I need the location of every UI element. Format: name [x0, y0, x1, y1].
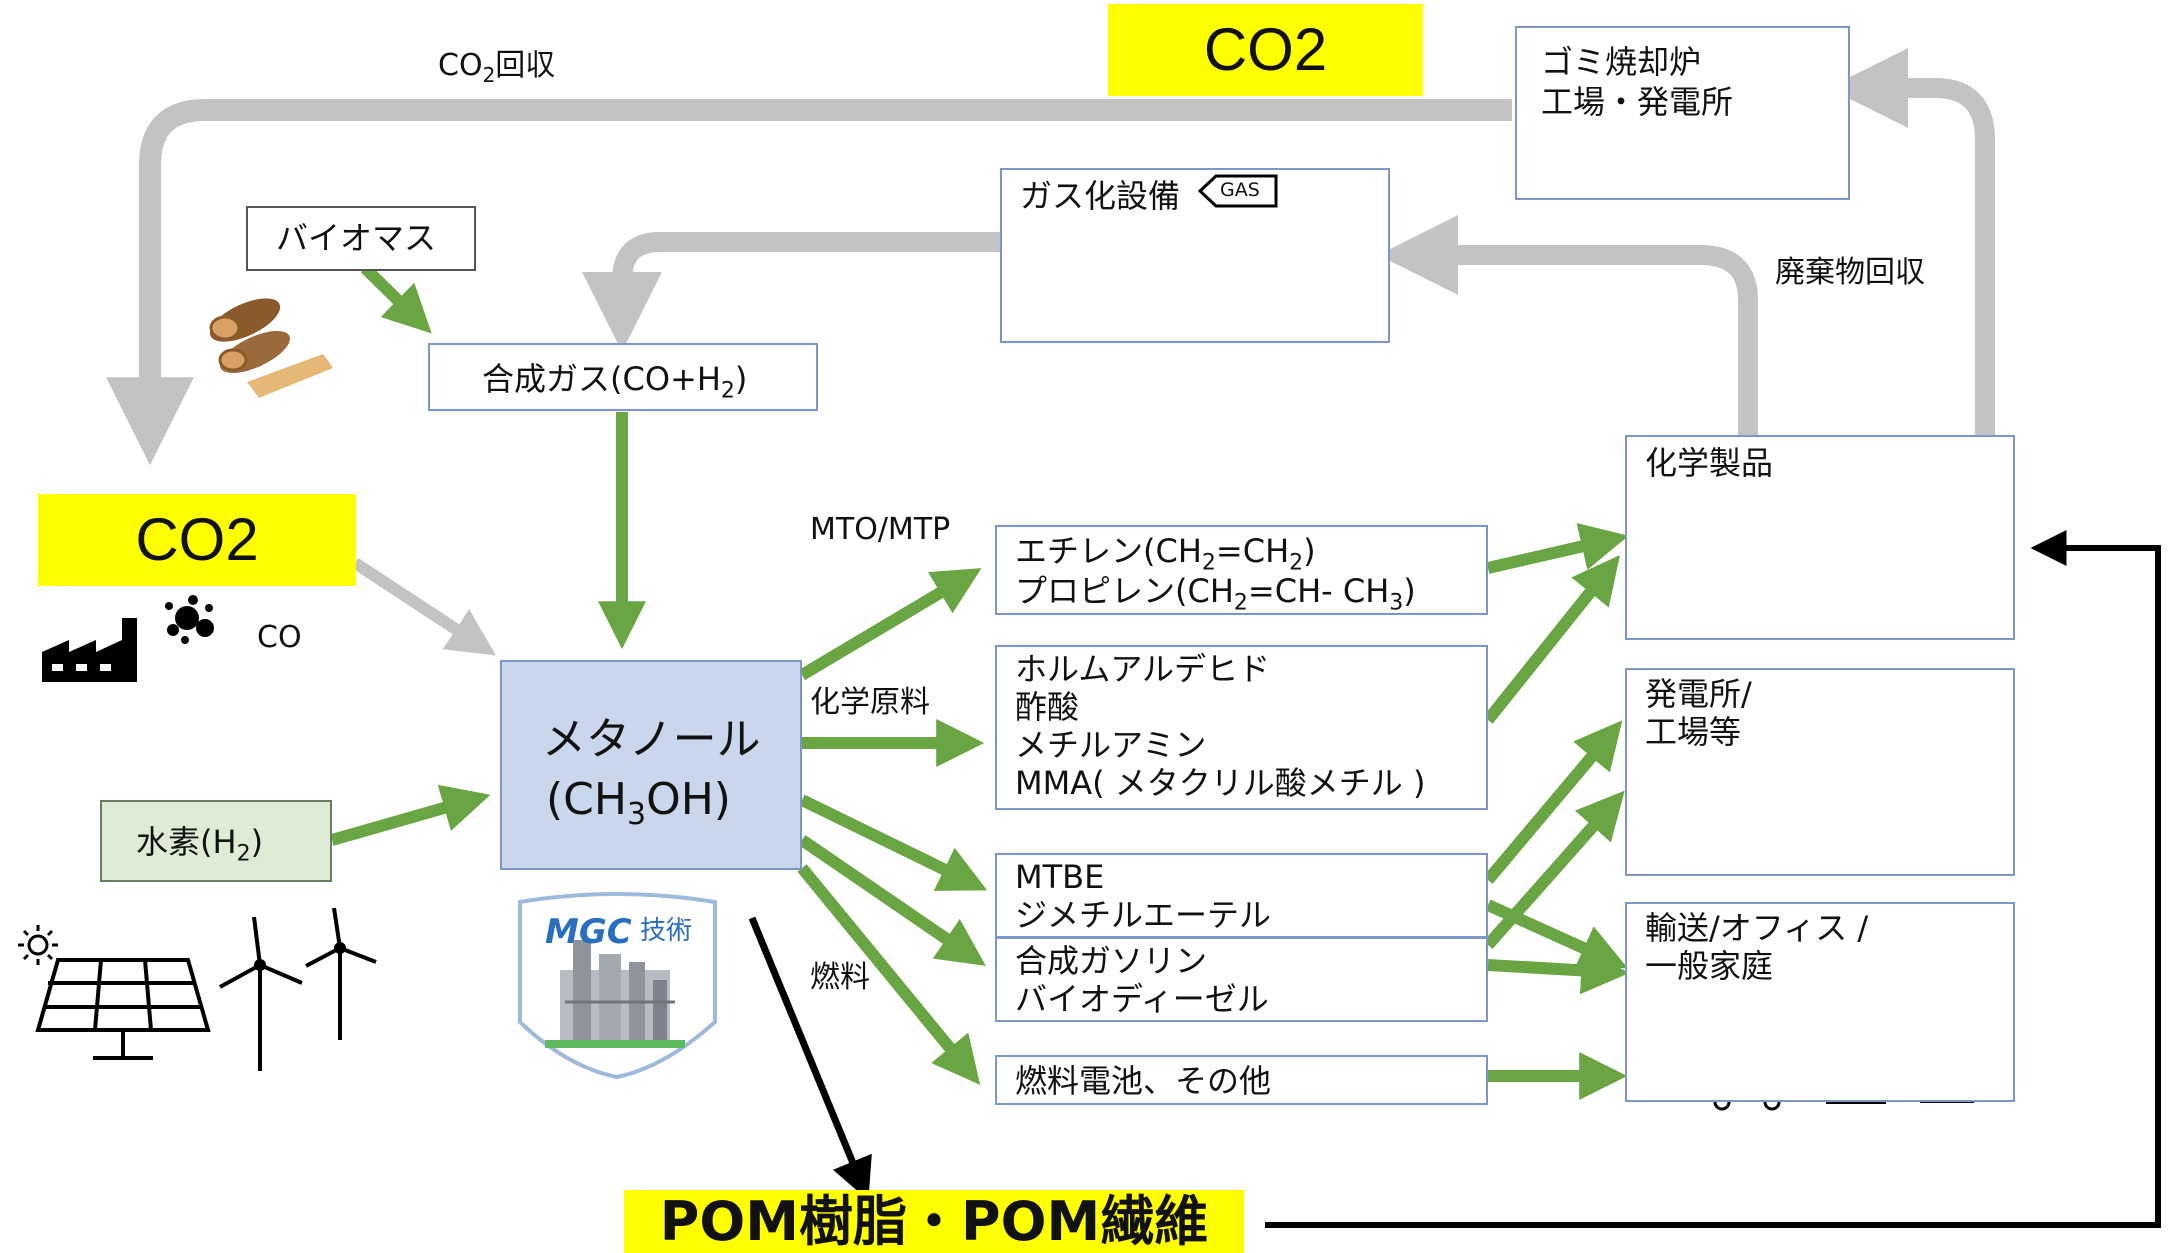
chemical-products-label: 化学製品 — [1645, 444, 1774, 482]
ethylene-to-products-arrow — [1486, 523, 1629, 574]
gasoline-to-transport-arrow — [1487, 946, 1630, 995]
co2-to-methanol-arrow — [351, 557, 497, 656]
incinerator-line-2: 工場・発電所 — [1541, 83, 1734, 121]
methanol-to-pom-arrow — [748, 916, 872, 1201]
fuel-label: 燃料 — [810, 960, 870, 995]
co2-top-highlight: CO2 — [1108, 4, 1423, 96]
methanol-to-gasoline-arrow — [798, 835, 986, 966]
plant-facility-icon — [518, 892, 717, 1080]
pom-highlight: POM樹脂・POM繊維 — [624, 1190, 1244, 1253]
gasoline-line-2: バイオディーゼル — [1015, 980, 1269, 1018]
methanol-label: メタノール — [542, 714, 761, 765]
power-plant-line-1: 発電所/ — [1645, 675, 1752, 713]
gasification-label: ガス化設備 — [1020, 177, 1181, 215]
biomass-box: バイオマス — [246, 206, 476, 271]
mgc-logo: MGC — [545, 912, 632, 952]
gasification-to-syngas-arrow — [582, 232, 1000, 352]
chemical-methylamine: メチルアミン — [1015, 726, 1207, 764]
co2-recovery-arrow — [106, 99, 1512, 466]
biomass-to-syngas-arrow — [360, 263, 432, 334]
chemicals-to-products-arrow — [1483, 555, 1620, 724]
mtbe-line-1: MTBE — [1015, 858, 1105, 896]
co2-left-highlight: CO2 — [38, 494, 356, 586]
chemical-formaldehyde: ホルムアルデヒド — [1015, 650, 1271, 688]
methanol-box: メタノール (CH3OH) — [500, 660, 802, 870]
chemicals-box: ホルムアルデヒド 酢酸 メチルアミン MMA( メタクリル酸メチル ) — [995, 645, 1488, 810]
hydrogen-label: 水素(H2) — [136, 823, 264, 867]
waste-to-gasification-arrow — [1378, 215, 1758, 435]
waste-to-incinerator-arrow — [1828, 48, 1995, 435]
mtbe-to-power-arrow — [1483, 720, 1623, 884]
waste-recovery-label: 廃棄物回収 — [1775, 255, 1925, 290]
chemical-feedstock-label: 化学原料 — [810, 685, 930, 720]
mto-mtp-label: MTO/MTP — [810, 512, 951, 547]
gasoline-box: 合成ガソリン バイオディーゼル — [995, 937, 1488, 1022]
hydrogen-to-methanol-arrow — [330, 784, 491, 846]
power-plant-box: 発電所/ 工場等 — [1625, 668, 2015, 876]
syngas-label: 合成ガス(CO+H2) — [482, 360, 748, 404]
ethylene-box: エチレン(CH2=CH2) プロピレン(CH2=CH- CH3) — [995, 525, 1488, 615]
sun-icon — [18, 925, 58, 965]
biomass-label: バイオマス — [276, 219, 437, 257]
factory-icon — [42, 618, 137, 682]
gas-tag-label: GAS — [1220, 179, 1260, 201]
gasoline-to-power-arrow — [1483, 790, 1625, 949]
mgc-tech-label: 技術 — [640, 916, 693, 946]
ethylene-line: エチレン(CH2=CH2) — [1015, 532, 1316, 576]
transport-line-1: 輸送/オフィス / — [1645, 909, 1869, 947]
fuelcell-label: 燃料電池、その他 — [1015, 1062, 1272, 1100]
gas-tag-shape — [1198, 174, 1278, 208]
transport-line-2: 一般家庭 — [1645, 947, 1774, 985]
gasoline-line-1: 合成ガソリン — [1015, 942, 1208, 980]
syngas-box: 合成ガス(CO+H2) — [428, 343, 818, 411]
hydrogen-box: 水素(H2) — [100, 800, 332, 882]
gasification-box: ガス化設備 GAS — [1000, 168, 1390, 343]
firewood-icon — [209, 298, 333, 398]
wind-turbine-icon — [305, 907, 377, 1040]
wind-turbine-icon — [219, 916, 303, 1071]
methanol-formula: (CH3OH) — [546, 774, 731, 832]
co2-recovery-label: CO2回収 — [438, 48, 556, 87]
methanol-to-mtbe-arrow — [799, 794, 988, 891]
chemical-products-box: 化学製品 — [1625, 435, 2015, 640]
co-label: CO — [257, 620, 302, 655]
fuelcell-box: 燃料電池、その他 — [995, 1055, 1488, 1105]
methanol-to-fuelcell-arrow — [797, 864, 981, 1085]
propylene-line: プロピレン(CH2=CH- CH3) — [1015, 572, 1416, 616]
gas-tag: GAS — [1198, 174, 1278, 208]
smoke-particles-icon — [165, 595, 214, 644]
transport-box: 輸送/オフィス / 一般家庭 — [1625, 902, 2015, 1102]
mtbe-line-2: ジメチルエーテル — [1015, 896, 1272, 934]
solar-panel-icon — [35, 958, 211, 1060]
chemical-acetic-acid: 酢酸 — [1015, 688, 1080, 726]
mtbe-box: MTBE ジメチルエーテル — [995, 853, 1488, 938]
pom-to-products-arrow — [1265, 530, 2161, 1228]
incinerator-box: ゴミ焼却炉 工場・発電所 — [1515, 26, 1850, 200]
chemical-mma: MMA( メタクリル酸メチル ) — [1015, 764, 1426, 802]
incinerator-line-1: ゴミ焼却炉 — [1541, 43, 1702, 81]
methanol-to-ethylene-arrow — [798, 568, 982, 681]
power-plant-line-2: 工場等 — [1645, 713, 1742, 751]
